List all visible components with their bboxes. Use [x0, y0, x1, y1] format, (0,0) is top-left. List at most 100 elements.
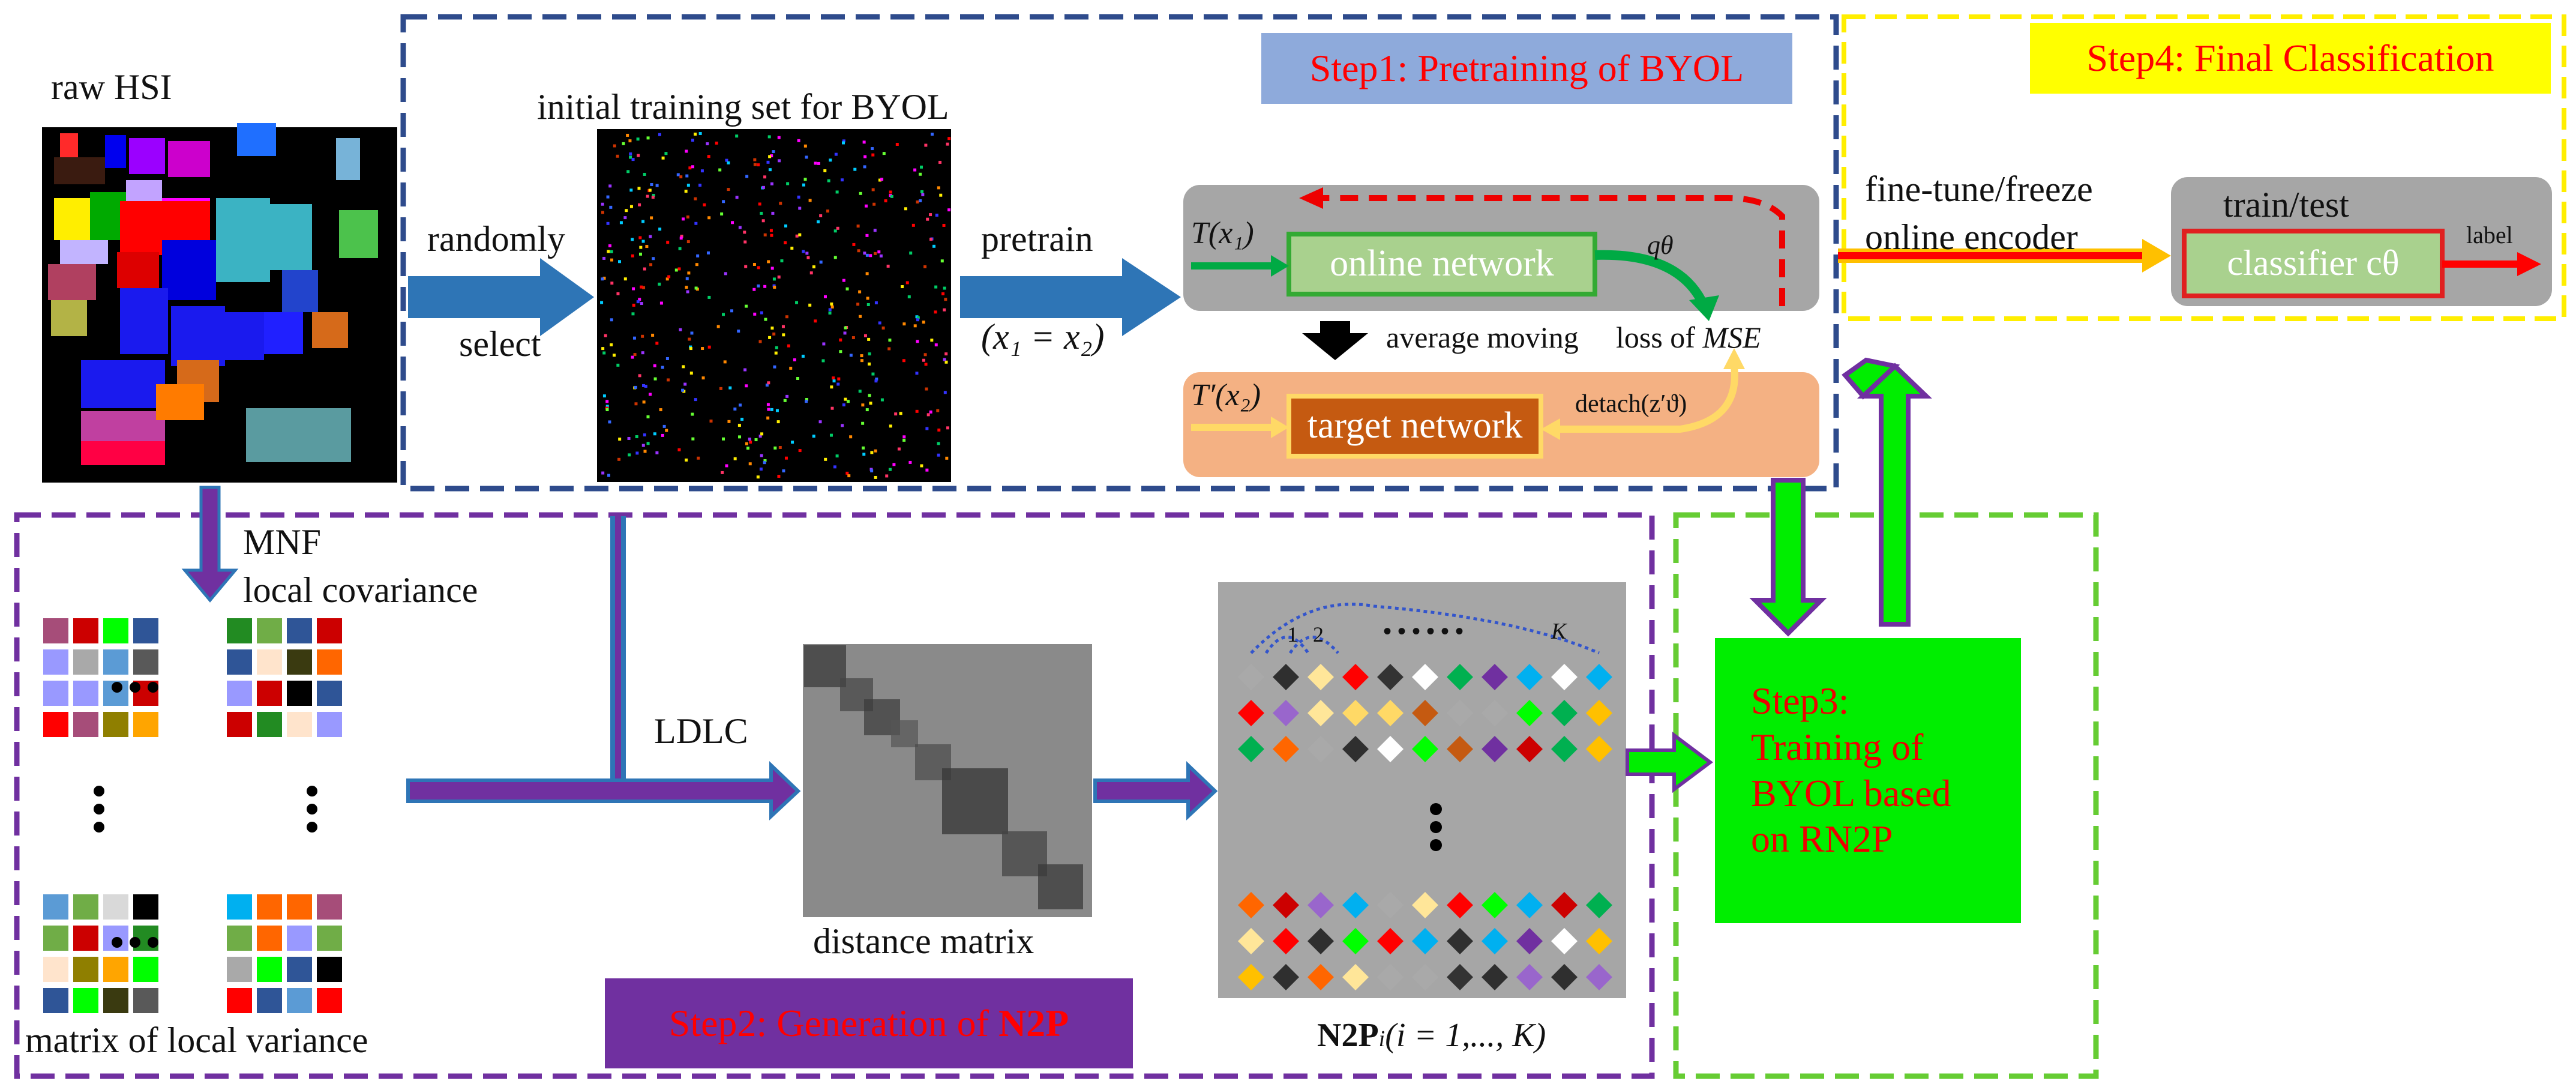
training-sample-dot	[635, 451, 639, 455]
training-sample-dot	[924, 143, 928, 147]
matrix-cell	[257, 681, 282, 706]
training-sample-dot	[849, 354, 853, 357]
training-sample-dot	[874, 449, 877, 453]
training-sample-dot	[618, 438, 622, 441]
training-sample-dot	[926, 217, 929, 221]
matrix-cell	[103, 618, 128, 643]
n2p-formula-bold: N2P	[1317, 1017, 1379, 1054]
training-sample-dot	[943, 358, 946, 361]
training-sample-dot	[745, 442, 748, 445]
training-sample-dot	[846, 400, 850, 403]
training-sample-dot	[616, 292, 620, 295]
step2-title-prefix: Step2: Generation of	[668, 1002, 998, 1044]
training-sample-dot	[665, 429, 668, 432]
training-sample-dot	[776, 420, 780, 424]
training-sample-dot	[894, 412, 898, 416]
classifier-label: classifier cθ	[2227, 243, 2400, 283]
training-sample-dot	[763, 233, 767, 236]
training-sample-dot	[601, 347, 605, 351]
training-sample-dot	[803, 178, 807, 181]
training-sample-dot	[725, 158, 728, 162]
training-sample-dot	[944, 352, 948, 356]
training-sample-dot	[884, 199, 887, 203]
training-sample-dot	[752, 288, 756, 291]
randomly-label: randomly	[427, 219, 565, 259]
training-sample-dot	[658, 227, 662, 231]
training-sample-dot	[653, 377, 657, 381]
online-network-box	[1286, 232, 1597, 297]
training-sample-dot	[943, 286, 946, 290]
training-sample-dot	[837, 377, 841, 381]
training-sample-dot	[773, 286, 776, 289]
training-sample-dot	[767, 381, 770, 385]
training-sample-dot	[709, 419, 713, 423]
training-sample-dot	[849, 435, 853, 439]
training-sample-dot	[861, 421, 865, 425]
training-sample-dot	[683, 382, 687, 386]
training-sample-dot	[733, 457, 737, 460]
training-sample-dot	[643, 450, 647, 453]
mnf-label: MNF	[243, 522, 322, 562]
training-set-label: initial training set for BYOL	[537, 87, 949, 127]
matrix-cell	[317, 926, 342, 951]
training-sample-dot	[725, 464, 728, 468]
training-sample-dot	[805, 397, 808, 401]
training-sample-dot	[821, 359, 825, 363]
training-sample-dot	[735, 196, 739, 199]
training-sample-dot	[865, 408, 869, 412]
training-sample-dot	[868, 394, 871, 397]
training-sample-dot	[646, 442, 650, 445]
training-sample-dot	[847, 474, 851, 478]
n2p-diamond	[1516, 700, 1543, 726]
n2p-diamond	[1377, 964, 1404, 990]
training-sample-dot	[834, 152, 838, 156]
training-sample-dot	[940, 259, 944, 263]
matrix-ellipsis	[94, 682, 317, 948]
training-sample-dot	[802, 250, 805, 253]
training-sample-dot	[805, 251, 809, 255]
training-sample-dot	[628, 453, 631, 457]
training-sample-dot	[686, 240, 690, 244]
step4-title: Step4: Final Classification	[2086, 37, 2494, 79]
training-sample-dot	[706, 142, 709, 146]
training-sample-dot	[639, 245, 643, 249]
training-sample-dot	[915, 409, 919, 413]
training-sample-dot	[645, 245, 649, 248]
training-sample-dot	[744, 265, 748, 268]
training-sample-dot	[685, 458, 688, 462]
training-sample-dot	[828, 308, 832, 312]
matrix-cell	[43, 926, 68, 951]
n2p-diamond	[1551, 736, 1578, 762]
training-sample-dot	[830, 302, 833, 306]
training-sample-dot	[902, 359, 905, 363]
n2p-diamond	[1482, 736, 1508, 762]
training-sample-dot	[874, 379, 878, 383]
matrix-cell	[227, 926, 252, 951]
training-sample-dot	[743, 240, 747, 244]
n2p-diamond	[1586, 892, 1612, 918]
training-sample-dot	[766, 160, 770, 164]
training-sample-dot	[721, 471, 724, 474]
training-sample-dot	[681, 388, 685, 392]
training-sample-dot	[778, 445, 782, 449]
training-sample-dot	[658, 282, 661, 286]
training-sample-dot	[824, 457, 827, 461]
matrix-cell	[227, 712, 252, 737]
matrix-cell	[227, 681, 252, 706]
training-sample-dot	[869, 254, 872, 257]
training-sample-dot	[881, 327, 885, 330]
step2-title-bg	[605, 978, 1133, 1068]
training-sample-dot	[632, 303, 635, 307]
training-sample-dot	[658, 133, 661, 136]
training-sample-dot	[767, 408, 770, 411]
select-label: select	[459, 324, 541, 364]
training-sample-dot	[773, 365, 776, 369]
training-sample-dot	[694, 197, 697, 200]
training-sample-dot	[845, 287, 849, 291]
training-sample-dot	[622, 142, 625, 145]
loss-mse-prefix: loss of	[1616, 321, 1703, 354]
training-sample-dot	[901, 285, 904, 289]
training-sample-dot	[758, 435, 762, 438]
training-sample-dot	[832, 376, 835, 380]
matrix-cell	[43, 988, 68, 1013]
